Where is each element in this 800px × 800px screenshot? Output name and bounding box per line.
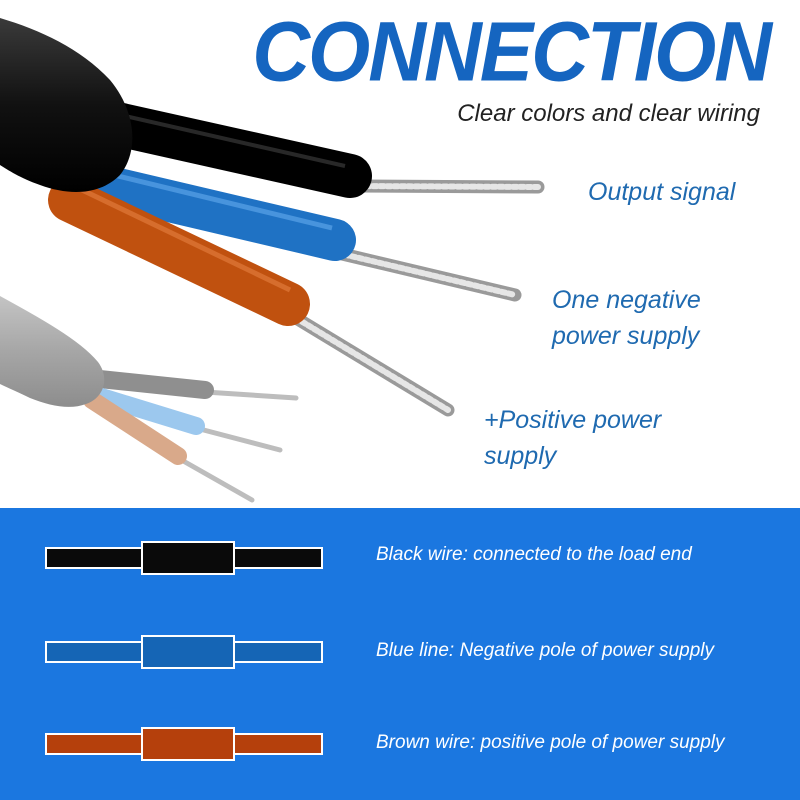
black-cable-sheath: [0, 18, 133, 192]
brown-wire-conductor: [289, 311, 455, 417]
small-grey-wire: [81, 369, 214, 399]
legend-label-blue: Blue line: Negative pole of power supply: [376, 640, 714, 661]
wire-legend-band: Black wire: connected to the load end Bl…: [0, 508, 800, 800]
black-wire: [68, 96, 372, 198]
callout-output-signal: Output signal: [588, 174, 735, 210]
page-title: CONNECTION: [252, 4, 772, 99]
callout-output-label: Output signal: [588, 178, 736, 206]
page-subtitle: Clear colors and clear wiring: [457, 100, 760, 127]
small-blue-conductor: [193, 425, 283, 453]
blue-wire-conductor: [331, 246, 522, 302]
callout-positive-line-2: supply: [484, 442, 557, 470]
legend-row-blue: Blue line: Negative pole of power supply: [0, 622, 800, 682]
callout-positive-line-1: +Positive power: [484, 406, 662, 434]
legend-row-black: Black wire: connected to the load end: [0, 526, 800, 586]
small-blue-wire: [86, 386, 205, 435]
brown-wire: [48, 178, 310, 326]
wiring-illustration-panel: CONNECTION Clear colors and clear wiring…: [0, 4, 772, 503]
small-tan-conductor: [175, 455, 255, 503]
black-wire-conductor: [345, 179, 545, 194]
blue-wire-swatch: [45, 635, 323, 669]
legend-label-brown: Brown wire: positive pole of power suppl…: [376, 732, 725, 753]
callout-negative-supply: One negative power supply: [552, 282, 752, 354]
small-tan-wire: [83, 391, 187, 465]
callout-negative-line-1: One negative: [552, 286, 701, 314]
grey-cable-sheath: [0, 296, 105, 407]
callout-positive-supply: +Positive power supply: [484, 402, 704, 474]
cable-illustration: [0, 18, 545, 503]
legend-row-brown: Brown wire: positive pole of power suppl…: [0, 714, 800, 774]
black-wire-swatch: [45, 541, 323, 575]
small-grey-conductor: [202, 389, 299, 401]
brown-wire-swatch: [45, 727, 323, 761]
callout-negative-line-2: power supply: [552, 322, 700, 350]
legend-label-black: Black wire: connected to the load end: [376, 544, 692, 565]
